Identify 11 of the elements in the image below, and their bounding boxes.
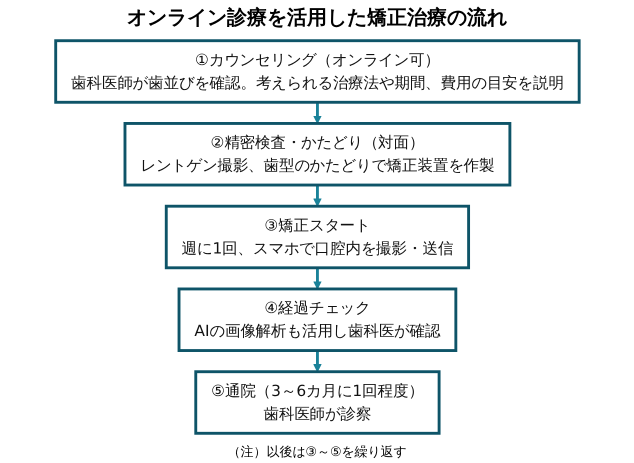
node-box: ④経過チェック AIの画像解析も活用し歯科医が確認 [177,288,457,352]
node-box: ③矯正スタート 週に1回、スマホで口腔内を撮影・送信 [164,204,470,270]
node-box: ⑤通院（3～6カ月に1回程度） 歯科医師が診察 [194,370,440,435]
arrow [312,185,322,207]
caption: （注）以後は③～⑤を繰り返す [227,444,407,461]
node-box: ②精密検査・かたどり（対面） レントゲン撮影、歯型のかたどりで矯正装置を作製 [123,122,511,186]
arrow [312,268,322,290]
arrow [312,102,322,124]
node-box: ①カウンセリング（オンライン可） 歯科医師が歯並びを確認。考えられる治療法や期間、費用の目安を説明 [54,39,580,104]
diagram-title: オンライン診療を活用した矯正治療の流れ [127,4,507,31]
arrow [312,350,322,372]
